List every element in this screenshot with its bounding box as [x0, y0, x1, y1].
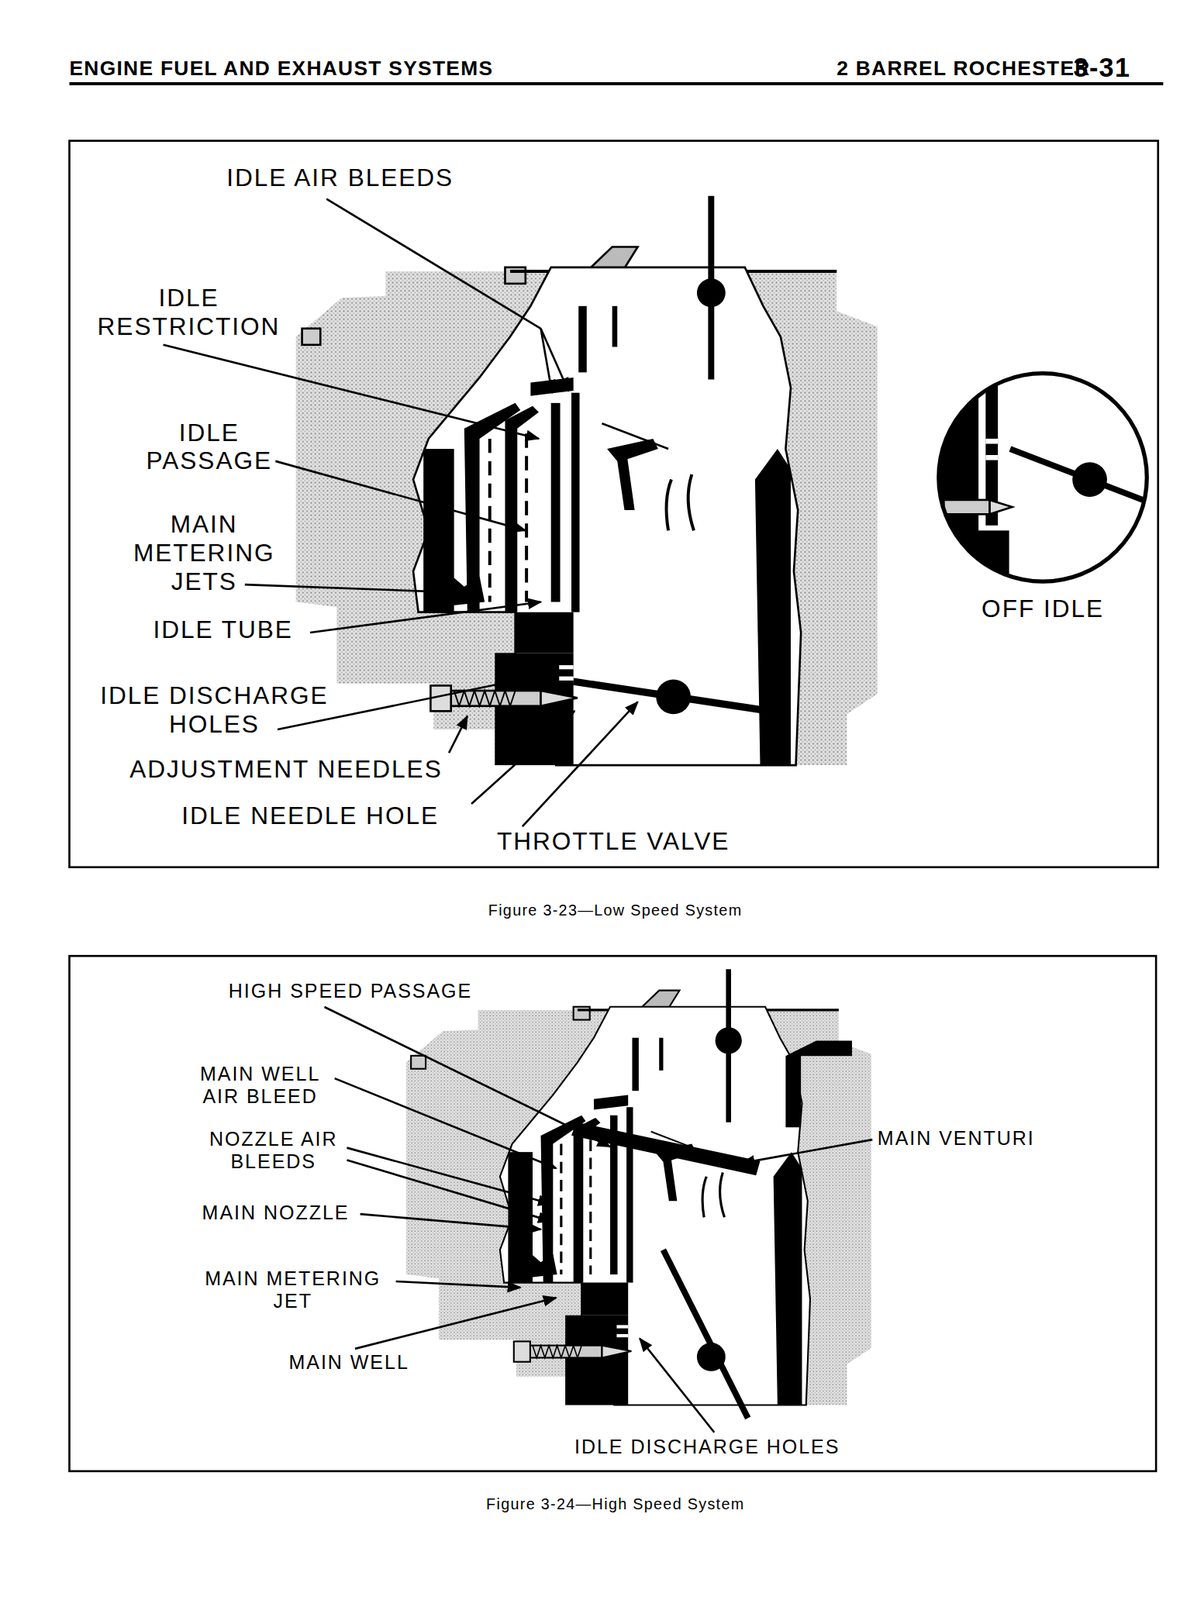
- part-label: NOZZLE AIR BLEEDS: [206, 1128, 341, 1174]
- page-header: ENGINE FUEL AND EXHAUST SYSTEMS: [68, 55, 494, 81]
- part-label: IDLE DISCHARGE HOLES: [97, 681, 331, 739]
- part-label: MAIN WELL: [288, 1352, 409, 1375]
- part-label: MAIN VENTURI: [877, 1127, 1035, 1150]
- part-label: IDLE TUBE: [152, 615, 293, 645]
- part-label: MAIN METERING JETS: [131, 510, 277, 597]
- part-label: ADJUSTMENT NEEDLES: [129, 755, 443, 784]
- part-label: IDLE DISCHARGE HOLES: [574, 1436, 840, 1460]
- figure-caption: Figure 3-24—High Speed System: [486, 1494, 745, 1514]
- part-label: IDLE AIR BLEEDS: [226, 163, 454, 193]
- part-label: IDLE PASSAGE: [144, 418, 274, 477]
- figure-caption: Figure 3-23—Low Speed System: [488, 900, 743, 920]
- part-label: THROTTLE VALVE: [496, 827, 730, 856]
- part-label: IDLE RESTRICTION: [95, 283, 283, 342]
- part-label: IDLE NEEDLE HOLE: [181, 801, 439, 831]
- page-header: 3-31: [1073, 51, 1132, 84]
- part-label: MAIN NOZZLE: [202, 1201, 350, 1225]
- page-header: 2 BARREL ROCHESTER: [836, 55, 1091, 81]
- part-label: HIGH SPEED PASSAGE: [228, 980, 473, 1004]
- part-label: OFF IDLE: [981, 594, 1104, 624]
- part-label: MAIN WELL AIR BLEED: [197, 1062, 323, 1108]
- part-label: MAIN METERING JET: [202, 1268, 383, 1314]
